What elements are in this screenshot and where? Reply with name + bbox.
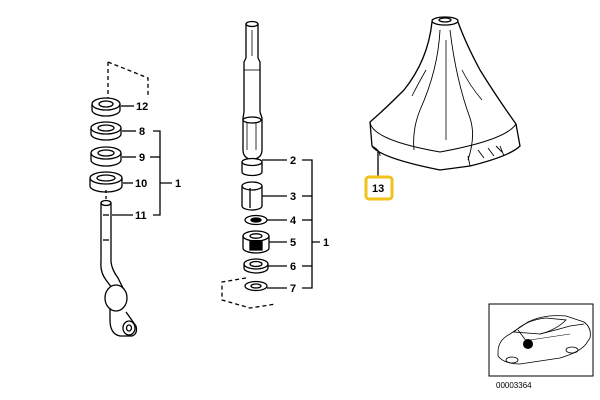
middle-assembly: [221, 20, 320, 309]
part-4-clip: [244, 214, 268, 226]
car-thumbnail: [488, 303, 594, 377]
label-7: 7: [290, 283, 296, 295]
label-3: 3: [290, 191, 296, 203]
label-12: 12: [136, 101, 148, 113]
label-4: 4: [290, 215, 297, 227]
label-10: 10: [135, 178, 147, 190]
shift-rod: [242, 20, 263, 161]
left-assembly: [89, 61, 172, 337]
part-3-bushing: [241, 181, 263, 211]
label-5: 5: [290, 237, 296, 249]
part-8-ring: [90, 121, 122, 141]
car-icon: [497, 315, 591, 365]
bracket-group-1-right: [302, 159, 320, 289]
dashed-guide-top: [107, 61, 149, 98]
label-1-left: 1: [175, 178, 181, 190]
label-9: 9: [139, 152, 145, 164]
car-marker-leader: [517, 329, 528, 343]
part-7-washer: [244, 280, 268, 292]
part-12-ring: [91, 97, 121, 117]
bracket-group-1-left: [153, 130, 172, 216]
label-11: 11: [135, 210, 147, 222]
label-6: 6: [290, 261, 296, 273]
part-13-shift-boot: [369, 16, 521, 180]
part-10-ring: [89, 171, 123, 193]
label-1-right: 1: [323, 237, 329, 249]
part-6-ring: [243, 258, 269, 274]
dashed-guide-bottom: [221, 277, 277, 309]
part-2-sleeve: [241, 157, 263, 177]
label-13: 13: [372, 183, 384, 195]
part-11-lever: [100, 199, 138, 337]
car-location-marker: [523, 339, 533, 349]
label-13-highlight-box: [364, 175, 394, 201]
part-5-bushing: [242, 230, 270, 254]
diagram-number: 00003364: [496, 381, 532, 390]
part-9-ring: [90, 146, 122, 167]
label-8: 8: [139, 126, 145, 138]
label-2: 2: [290, 155, 296, 167]
